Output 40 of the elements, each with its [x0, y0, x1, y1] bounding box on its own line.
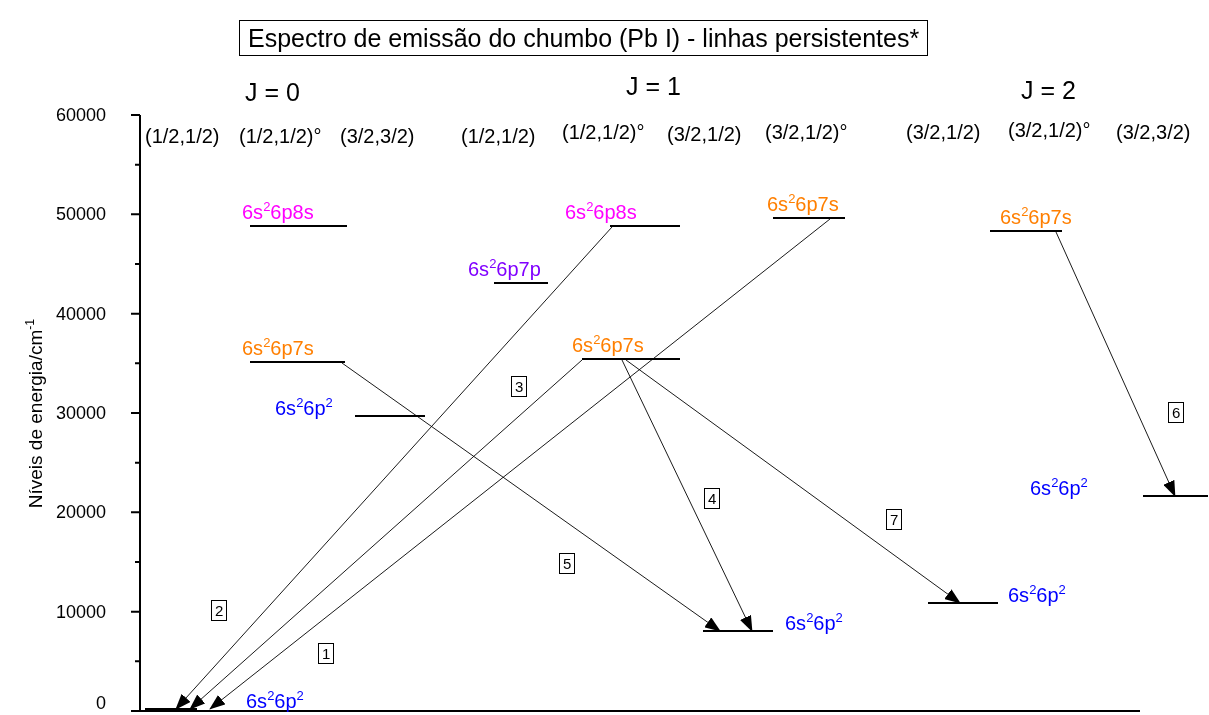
tick-label: 50000 — [54, 203, 106, 225]
edge-label: 2 — [211, 600, 228, 621]
coupling-label: (3/2,1/2)° — [765, 120, 848, 144]
coupling-label: (3/2,3/2) — [340, 124, 415, 148]
title: Espectro de emissão do chumbo (Pb I) - linhas persistentes* — [239, 20, 929, 56]
tick-label: 60000 — [54, 104, 106, 126]
column-heading: J = 2 — [1021, 76, 1076, 105]
coupling-label: (3/2,3/2) — [1116, 120, 1191, 144]
tick-label: 30000 — [54, 402, 106, 424]
tick-label: 20000 — [54, 501, 106, 523]
energy-level: 6s$^{2}$6p$^{2}$ — [1028, 471, 1208, 497]
coupling-label: (3/2,1/2) — [667, 122, 742, 146]
coupling-label: (3/2,1/2) — [906, 120, 981, 144]
edge-label: 6 — [1168, 402, 1185, 423]
edge-label: 1 — [318, 643, 335, 664]
tick-label: 0 — [95, 692, 106, 714]
tick-label: 40000 — [54, 303, 106, 325]
energy-level: 6s$^{2}$6p8s — [563, 197, 682, 227]
edge-label: 4 — [704, 488, 721, 509]
energy-level: 6s$^{2}$6p$^{2}$ — [926, 578, 1120, 604]
energy-level: 6s$^{2}$6p7p — [466, 254, 558, 284]
energy-level: 6s$^{2}$6p7s — [240, 333, 348, 363]
edge-label: 5 — [559, 553, 576, 574]
column-heading: J = 0 — [245, 78, 300, 107]
coupling-label: (1/2,1/2) — [461, 124, 536, 148]
energy-level: 6s$^{2}$6p7s — [988, 202, 1120, 232]
energy-level: 6s$^{2}$6p$^{2}$ — [701, 606, 863, 632]
edge-label: 3 — [511, 376, 528, 397]
energy-level: 6s$^{2}$6p7s — [570, 330, 682, 360]
tick-label: 10000 — [54, 601, 106, 623]
edge-label: 7 — [886, 509, 903, 530]
coupling-label: (1/2,1/2) — [145, 124, 220, 148]
coupling-label: (1/2,1/2)° — [239, 124, 322, 148]
energy-level: 6s$^{2}$6p7s — [765, 189, 859, 219]
energy-level: 6s$^{2}$6p$^{2}$ — [143, 684, 337, 710]
coupling-label: (1/2,1/2)° — [562, 120, 645, 144]
energy-level: 6s$^{2}$6p$^{2}$ — [273, 391, 427, 417]
column-heading: J = 1 — [626, 72, 681, 101]
coupling-label: (3/2,1/2)° — [1008, 118, 1091, 142]
energy-level: 6s$^{2}$6p8s — [240, 197, 352, 227]
